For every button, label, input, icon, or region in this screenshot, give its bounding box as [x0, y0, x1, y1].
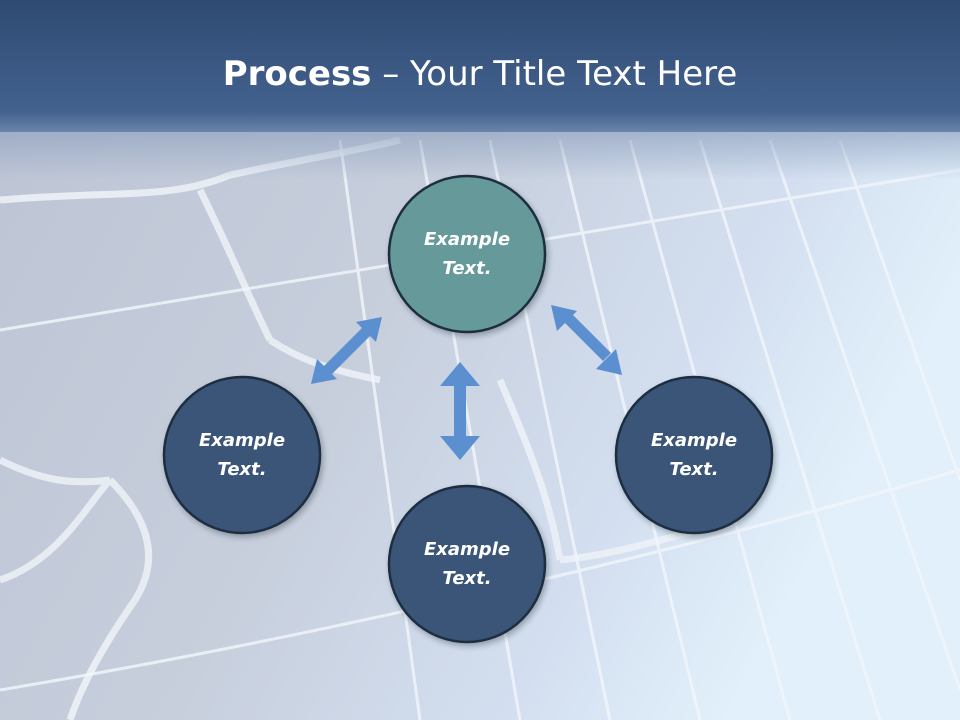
title-banner	[0, 0, 960, 132]
node-left-label: Example Text.	[172, 426, 312, 484]
node-right-label: Example Text.	[624, 426, 764, 484]
double-arrow-top-left	[311, 317, 382, 384]
node-left-circle	[162, 375, 322, 535]
node-top-line2: Text.	[442, 258, 492, 279]
node-top-line1: Example	[423, 229, 511, 250]
title-bold-part: Process	[222, 54, 372, 94]
double-arrow-top-right	[551, 305, 622, 375]
double-arrow-vertical	[440, 362, 480, 460]
node-right-circle	[614, 375, 774, 535]
node-bottom-line1: Example	[423, 539, 511, 560]
slide-title: Process – Your Title Text Here	[0, 52, 960, 96]
title-rest-part: – Your Title Text Here	[371, 54, 738, 94]
node-left-line2: Text.	[217, 459, 267, 480]
node-top-label: Example Text.	[397, 225, 537, 283]
node-bottom-line2: Text.	[442, 568, 492, 589]
node-right-line1: Example	[650, 430, 738, 451]
node-top-circle	[387, 174, 547, 334]
node-right-line2: Text.	[669, 459, 719, 480]
node-left-line1: Example	[198, 430, 286, 451]
node-bottom-circle	[387, 484, 547, 644]
node-bottom-label: Example Text.	[397, 535, 537, 593]
